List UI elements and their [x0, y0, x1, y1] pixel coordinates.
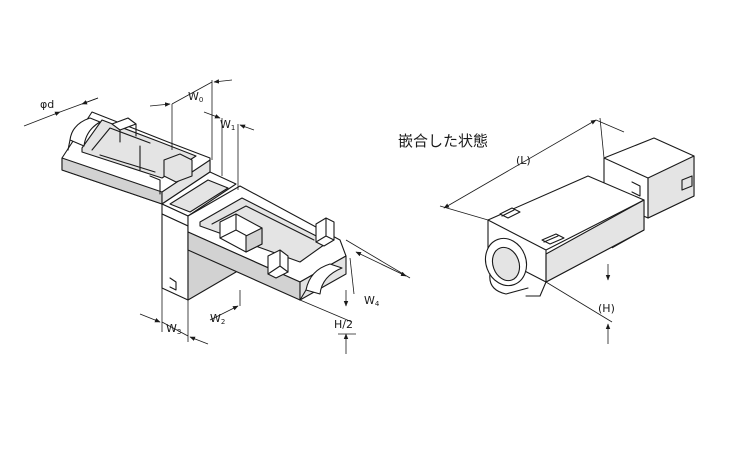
w1-label: W1 [220, 118, 235, 132]
length-label: (L) [516, 154, 531, 167]
w2-label: W2 [210, 312, 225, 326]
h-half-label: H/2 [334, 318, 353, 331]
phi-d-label: φd [40, 98, 54, 111]
mated-state-title: 嵌合した状態 [398, 132, 488, 150]
dimension-length: (L) [439, 117, 625, 221]
dimension-w3: W3 [139, 288, 209, 345]
open-connector-drawing [61, 111, 347, 301]
dimension-w4: W4 [345, 239, 411, 308]
dimension-w1: W1 [203, 111, 255, 190]
w3-label: W3 [166, 322, 181, 336]
front-housing [187, 185, 347, 301]
dimension-h-half: H/2 [299, 290, 356, 354]
dimension-phi-d: φd [23, 97, 99, 127]
dimension-w0: W0 [149, 79, 233, 160]
dimension-w2: W2 [209, 290, 241, 326]
w0-label: W0 [188, 90, 203, 104]
mated-connector-drawing [484, 137, 695, 297]
dimension-height: (H) [545, 229, 645, 344]
rear-housing [61, 111, 211, 205]
w4-label: W4 [364, 294, 380, 308]
height-label: (H) [598, 302, 615, 315]
